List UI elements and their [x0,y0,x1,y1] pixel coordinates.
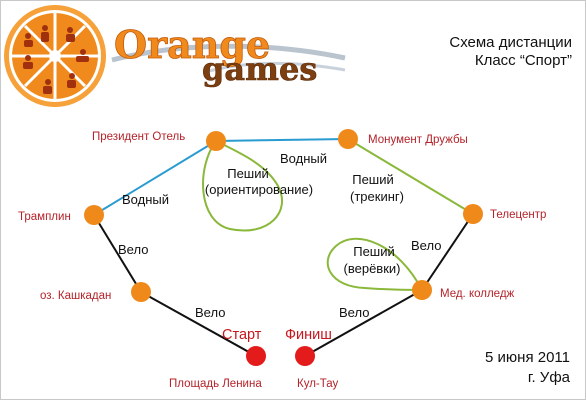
label-kashkadan: оз. Кашкадан [40,290,111,302]
leg-label-bike-upper-left: Вело [118,242,148,257]
logo-word-games: games [202,50,317,88]
leg-foot-monument-telecentr [347,138,474,215]
leg-label-water-top: Водный [280,151,327,166]
leg-water-tramplin-prezident [93,140,217,216]
logo-wordmark: Orange games [111,22,346,88]
node-monument [338,129,358,149]
node-tramplin [84,205,104,225]
label-kultau: Кул-Тау [297,378,339,390]
leg-bike-medcollege-finish [304,289,423,357]
leg-label-orient-line1: Пеший [227,166,269,181]
node-finish [295,346,315,366]
leg-bike-telecentr-medcollege [421,213,474,291]
sport-figures-icon [23,25,89,94]
node-prezident [206,131,226,151]
leg-label-bike-upper-right: Вело [411,238,441,253]
label-telecentr: Телецентр [490,209,546,221]
label-prezident: Президент Отель [92,131,185,143]
leg-foot-orienteering-loop [202,139,284,232]
label-monument: Монумент Дружбы [368,134,468,146]
leg-bike-kashkadan-start [140,291,257,357]
leg-water-prezident-monument [215,138,349,142]
node-telecentr [463,204,483,224]
label-medcollege: Мед. колледж [440,288,515,300]
leg-label-orient-line2: (ориентирование) [205,182,313,197]
label-ploshad: Площадь Ленина [169,378,262,390]
leg-label-rope-line2: (верёвки) [344,261,401,276]
leg-bike-tramplin-kashkadan [93,214,142,293]
label-finish: Финиш [285,327,332,343]
scheme-title: Схема дистанции [449,34,572,51]
leg-label-water-left: Водный [122,192,169,207]
node-kashkadan [131,282,151,302]
leg-foot-rope-loop [326,237,424,292]
leg-label-rope-line1: Пеший [353,244,395,259]
node-medcollege [412,280,432,300]
scheme-header: Схема дистанции Класс “Спорт” [449,34,572,70]
event-date: 5 июня 2011 [485,349,570,366]
label-tramplin: Трамплин [18,211,71,223]
scheme-class: Класс “Спорт” [474,52,572,69]
logo-word-orange: Orange [114,22,270,67]
leg-label-bike-lower-right: Вело [339,305,369,320]
node-start [246,346,266,366]
scheme-footer: 5 июня 2011 г. Уфа [485,348,570,388]
event-city: г. Уфа [527,369,570,386]
label-start: Старт [222,327,262,343]
leg-label-trek-line2: (трекинг) [350,189,404,204]
leg-label-bike-lower-left: Вело [195,305,225,320]
logo-orange-slice-icon [4,5,106,107]
leg-label-trek-line1: Пеший [352,172,394,187]
